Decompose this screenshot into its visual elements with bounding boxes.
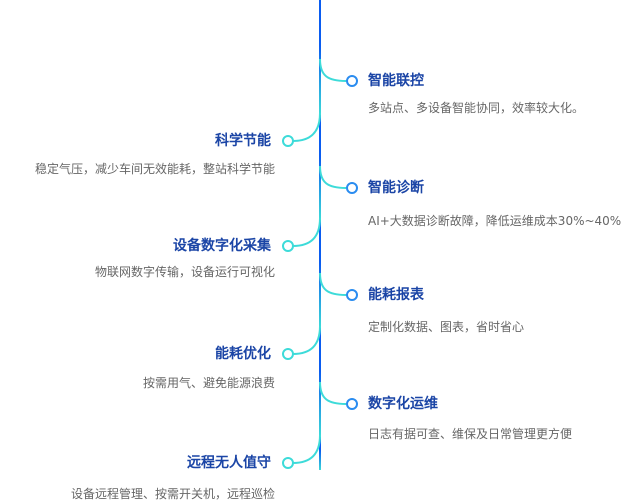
feature-title: 智能联控 xyxy=(368,73,424,89)
feature-title: 设备数字化采集 xyxy=(173,238,271,254)
feature-description: 多站点、多设备智能协同，效率较大化。 xyxy=(368,101,585,115)
branch-connector xyxy=(319,381,347,405)
timeline-node-icon xyxy=(346,398,358,410)
branch-connector xyxy=(292,112,321,142)
feature-title: 远程无人值守 xyxy=(187,455,271,471)
branch-connector xyxy=(292,434,321,464)
timeline-node-icon xyxy=(282,240,294,252)
timeline-node-icon xyxy=(282,135,294,147)
timeline-branches xyxy=(282,58,358,469)
branch-connector xyxy=(319,272,347,296)
feature-title: 能耗报表 xyxy=(368,287,424,303)
branch-connector xyxy=(319,58,347,82)
feature-description: 日志有据可查、维保及日常管理更方便 xyxy=(368,427,573,441)
feature-title: 数字化运维 xyxy=(368,396,438,412)
timeline-node-icon xyxy=(346,182,358,194)
feature-title: 智能诊断 xyxy=(368,180,424,196)
branch-connector xyxy=(292,325,321,355)
branch-connector xyxy=(319,165,347,189)
feature-description: 定制化数据、图表，省时省心 xyxy=(368,320,525,334)
timeline-node-icon xyxy=(346,75,358,87)
timeline-node-icon xyxy=(282,348,294,360)
feature-description: 按需用气、避免能源浪费 xyxy=(142,376,275,390)
feature-description: 稳定气压，减少车间无效能耗，整站科学节能 xyxy=(34,162,275,176)
feature-description: 设备远程管理、按需开关机，远程巡检 xyxy=(70,487,275,501)
feature-title: 能耗优化 xyxy=(215,346,271,362)
feature-description: 物联网数字传输，设备运行可视化 xyxy=(94,265,275,279)
feature-description: AI+大数据诊断故障，降低运维成本30%~40% xyxy=(368,214,622,228)
feature-title: 科学节能 xyxy=(215,133,271,149)
timeline-node-icon xyxy=(346,289,358,301)
branch-connector xyxy=(292,217,321,247)
timeline-node-icon xyxy=(282,457,294,469)
